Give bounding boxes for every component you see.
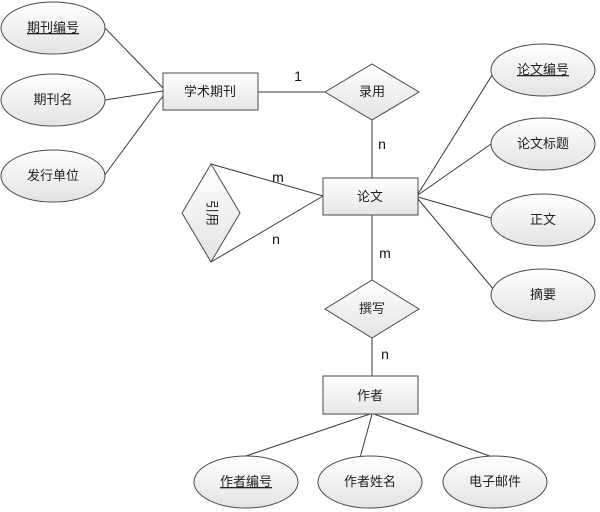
attr-abstract: 摘要 xyxy=(490,268,596,322)
cardinality-accept-paper: n xyxy=(378,136,386,152)
attr-paper-title: 论文标题 xyxy=(490,117,596,171)
edge-abstract xyxy=(417,198,495,291)
attr-journal-name: 期刊名 xyxy=(0,73,106,127)
attr-email: 电子邮件 xyxy=(442,455,548,509)
edge-paper-title xyxy=(417,143,492,196)
cardinality-write-paper: m xyxy=(379,245,391,261)
relationship-cite-label: 引用 xyxy=(204,200,219,226)
relationship-accept: 录用 xyxy=(324,63,420,121)
edge-journal-id xyxy=(104,27,164,89)
edge-cite-bottom xyxy=(210,195,324,263)
cardinality-cite-top: m xyxy=(272,169,284,185)
attr-journal-id-label: 期刊编号 xyxy=(27,21,79,36)
relationship-write: 撰写 xyxy=(324,279,420,339)
entity-author-label: 作者 xyxy=(357,389,383,404)
entity-paper: 论文 xyxy=(322,177,419,216)
attr-body-label: 正文 xyxy=(530,213,556,228)
attr-body: 正文 xyxy=(490,193,596,247)
attr-journal-id: 期刊编号 xyxy=(0,1,106,55)
edge-paper-id xyxy=(417,71,495,195)
attr-publisher-label: 发行单位 xyxy=(27,168,79,184)
attr-paper-id-label: 论文编号 xyxy=(517,63,569,78)
edge-author-name xyxy=(359,413,373,459)
entity-journal: 学术期刊 xyxy=(162,72,259,111)
edge-author-id xyxy=(245,413,371,457)
attr-author-name-label: 作者姓名 xyxy=(344,474,396,490)
attr-paper-id: 论文编号 xyxy=(490,43,596,97)
edge-journal-name xyxy=(104,90,164,101)
attr-abstract-label: 摘要 xyxy=(530,287,556,303)
attr-publisher: 发行单位 xyxy=(0,149,106,203)
entity-author: 作者 xyxy=(322,375,419,415)
edge-publisher xyxy=(103,95,164,177)
relationship-accept-label: 录用 xyxy=(359,85,385,100)
relationship-write-label: 撰写 xyxy=(359,302,385,317)
entity-paper-label: 论文 xyxy=(357,190,383,205)
attr-paper-title-label: 论文标题 xyxy=(517,137,569,152)
edge-cite-top xyxy=(210,163,324,197)
attr-email-label: 电子邮件 xyxy=(469,475,521,490)
cardinality-write-author: n xyxy=(381,346,389,362)
attr-author-id: 作者编号 xyxy=(193,455,299,509)
relationship-cite: 引用 xyxy=(181,163,241,263)
entity-journal-label: 学术期刊 xyxy=(184,84,236,100)
connectors xyxy=(103,27,496,459)
attr-journal-name-label: 期刊名 xyxy=(33,92,72,108)
attr-author-name: 作者姓名 xyxy=(317,455,423,509)
cardinality-accept-journal: 1 xyxy=(294,68,302,84)
edge-email xyxy=(373,413,496,459)
cardinality-cite-bottom: n xyxy=(272,231,280,247)
edge-body xyxy=(417,196,492,219)
attr-author-id-label: 作者编号 xyxy=(220,475,272,490)
